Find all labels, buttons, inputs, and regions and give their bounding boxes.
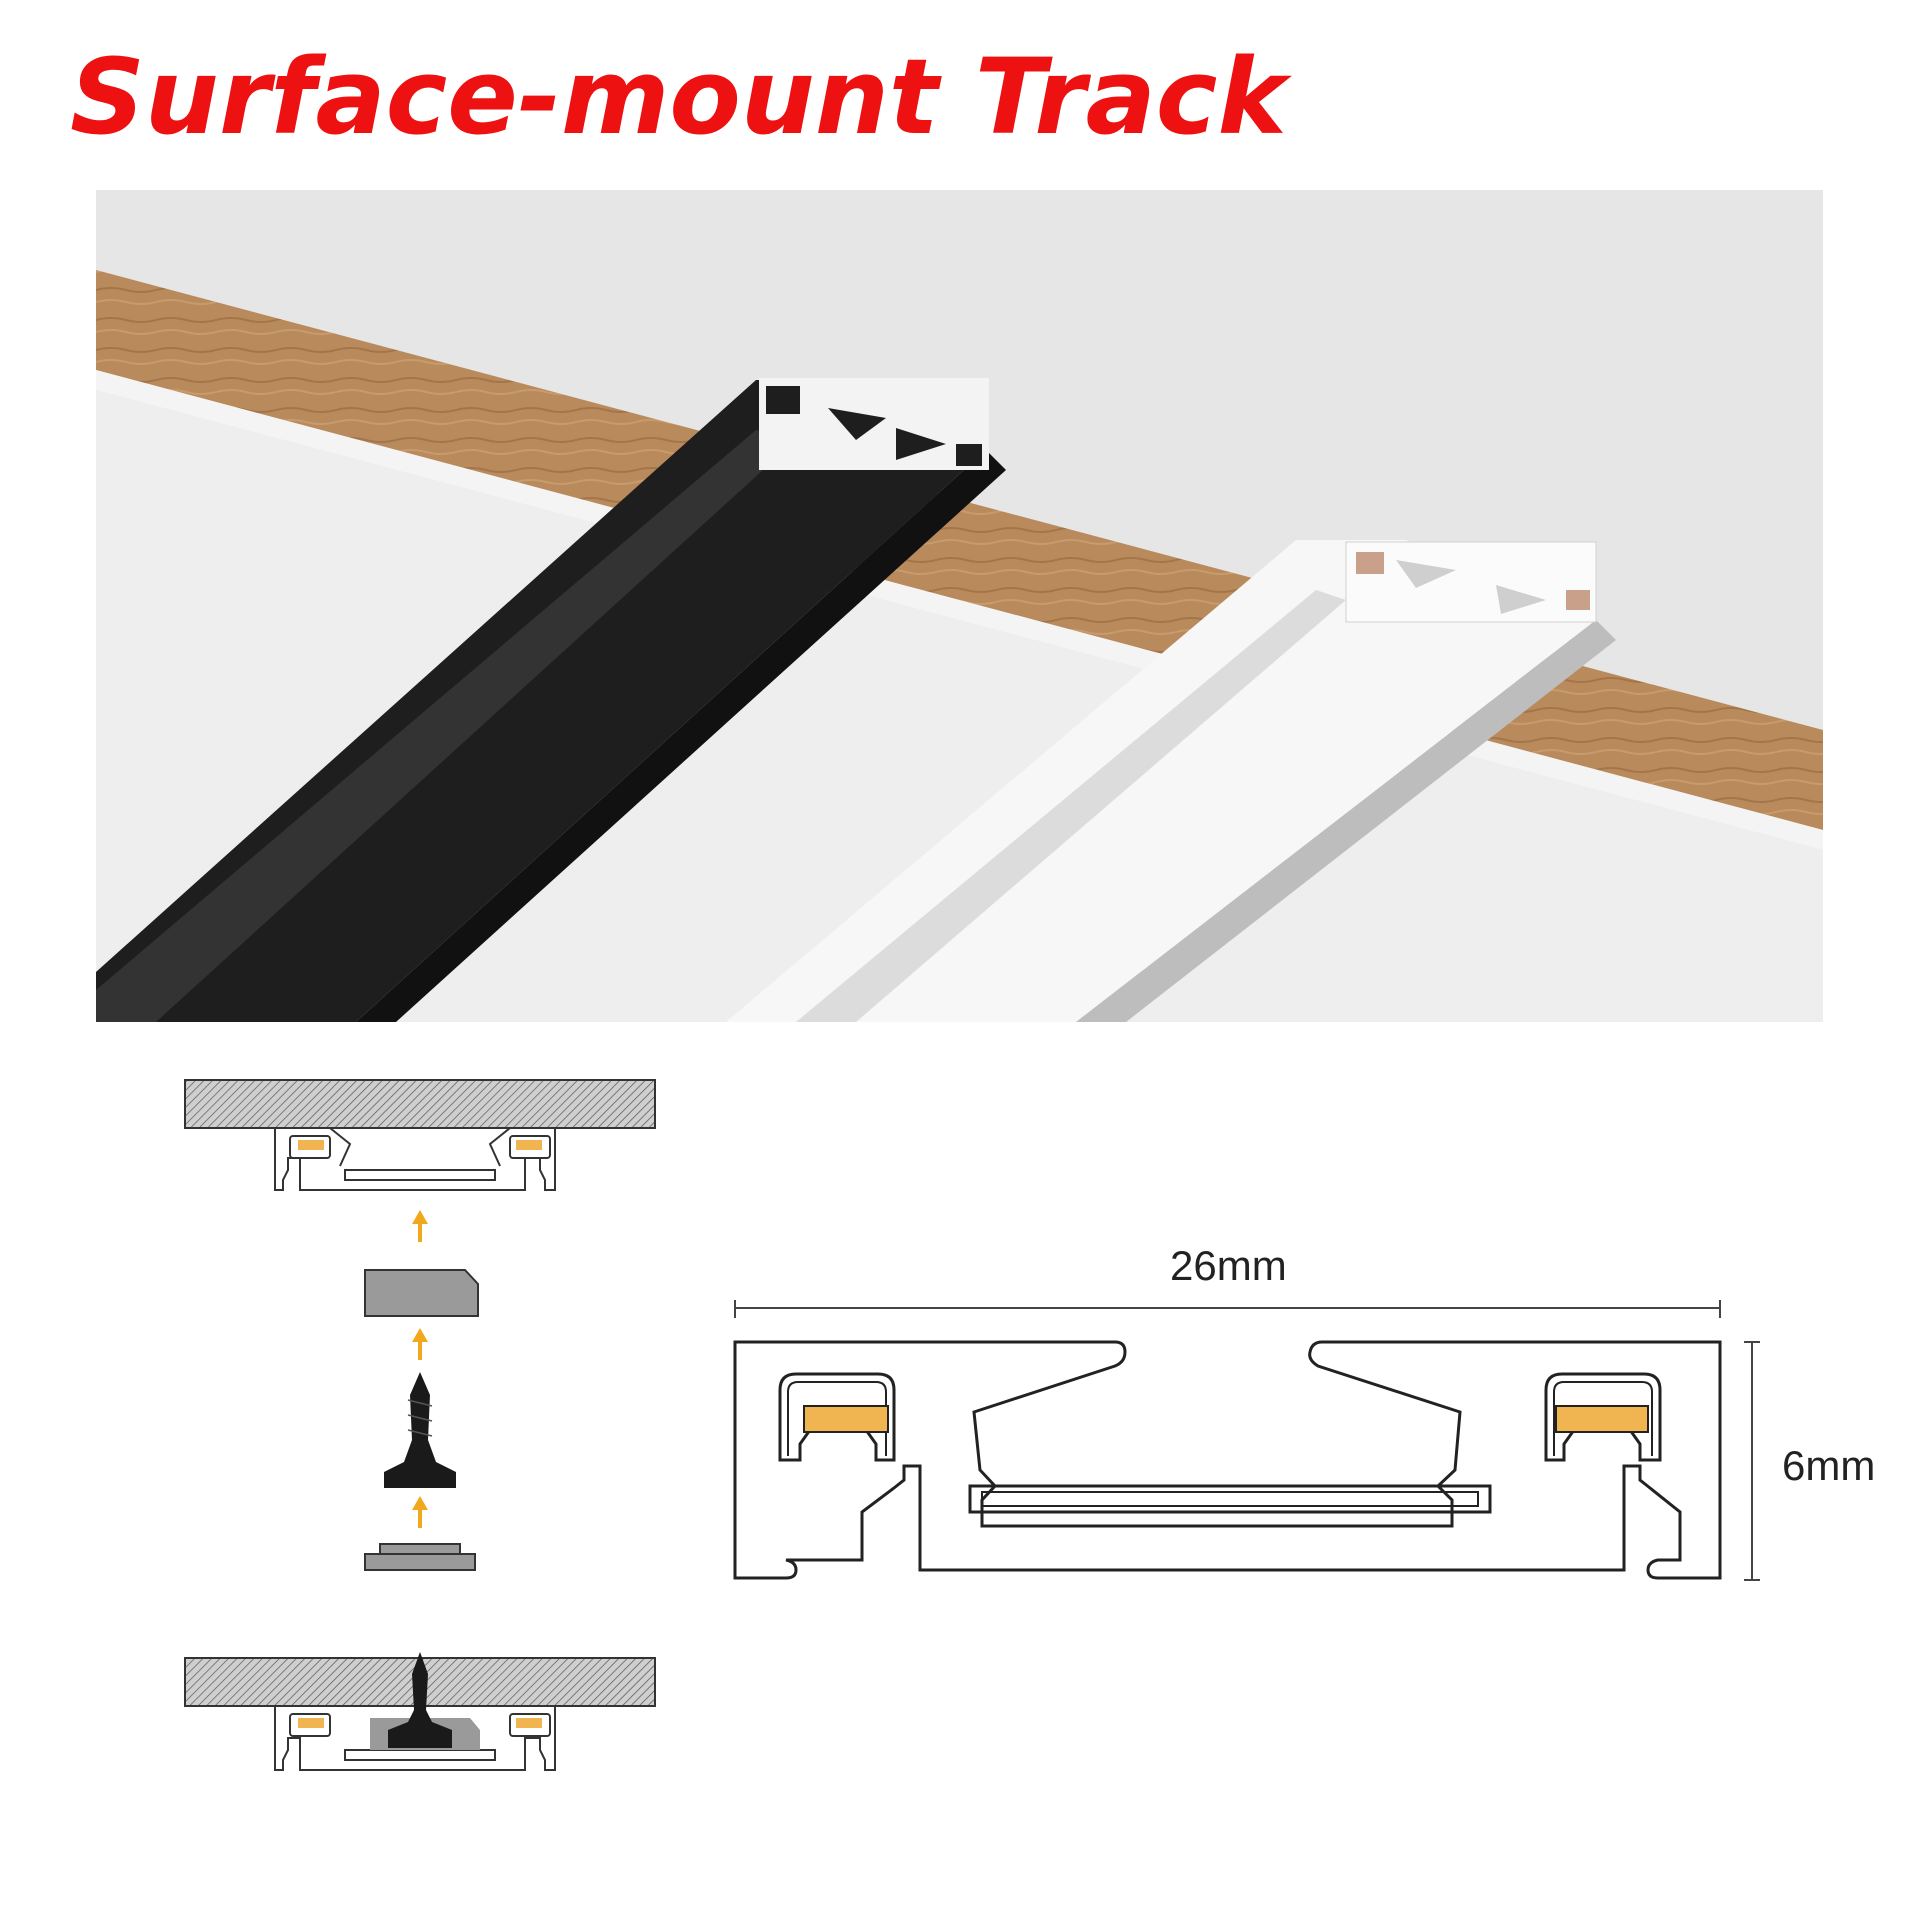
up-arrow-icon [412,1210,428,1242]
screw-installed [388,1652,452,1748]
screw-icon [384,1372,456,1488]
connector-block-icon [364,1269,479,1317]
track-cross-section [733,1300,1760,1581]
bottom-channel [968,1484,1492,1514]
ceiling-slab-top [184,1079,656,1129]
track-render-photo [96,190,1823,1022]
up-arrow-icon [412,1328,428,1360]
profile-outline [733,1340,1722,1580]
width-dimension-line [734,1300,1721,1318]
width-dimension-label: 26mm [1170,1242,1287,1289]
height-dimension-label: 6mm [1782,1442,1876,1489]
height-dimension-line [1744,1341,1760,1581]
page-title: Surface-mount Track [70,36,1287,158]
white-track [726,540,1616,1022]
right-conductor-housing [1544,1372,1662,1462]
black-track [96,378,1006,1022]
installation-diagram [184,1079,656,1771]
base-plate-icon [364,1543,476,1571]
up-arrow-icon [412,1496,428,1528]
right-conductor-strip [1555,1405,1649,1433]
left-conductor-housing [778,1372,896,1462]
left-conductor-strip [803,1405,889,1433]
track-profile-small-top [274,1127,556,1191]
